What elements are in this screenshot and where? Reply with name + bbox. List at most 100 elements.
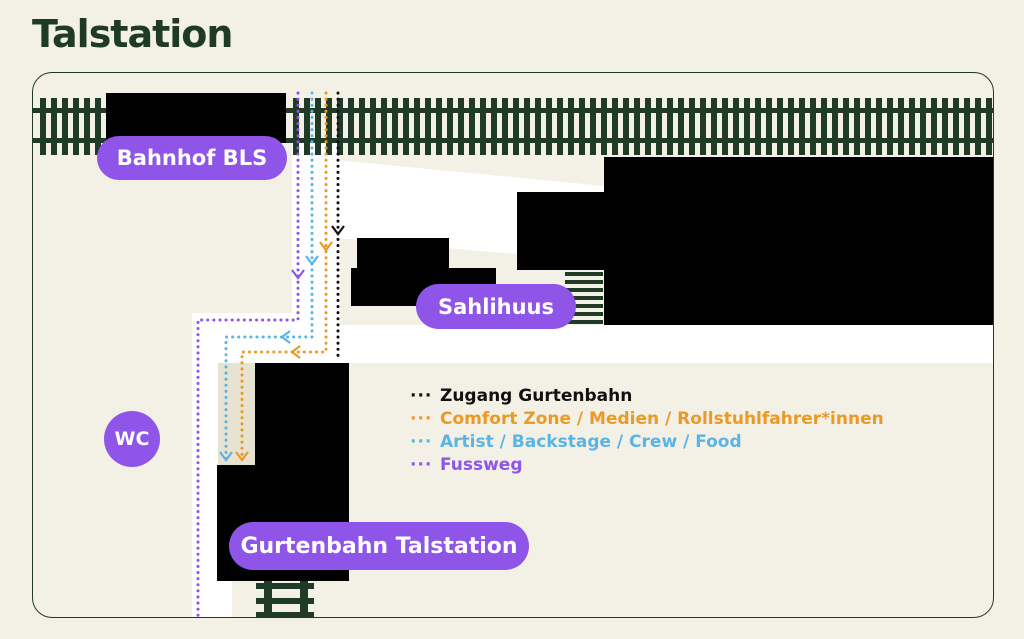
track-sleeper — [425, 98, 431, 155]
track-sleeper — [590, 98, 596, 155]
funicular-rail-tie — [256, 598, 314, 604]
label-bahnhof-bls: Bahnhof BLS — [97, 136, 287, 180]
track-sleeper — [854, 98, 860, 155]
route-purple-arrow — [291, 269, 305, 280]
path-connector — [192, 313, 340, 363]
stair-step — [565, 304, 603, 308]
track-sleeper — [73, 98, 79, 155]
stair-step — [565, 280, 603, 284]
page-title: Talstation — [32, 12, 233, 56]
track-sleeper — [51, 98, 57, 155]
route-blue-arrow-3 — [219, 451, 233, 462]
building-mid — [517, 192, 607, 270]
route-orange-arrow-1 — [319, 241, 333, 252]
track-sleeper — [414, 98, 420, 155]
track-sleeper — [744, 98, 750, 155]
legend-label: Comfort Zone / Medien / Rollstuhlfahrer*… — [440, 409, 884, 429]
track-sleeper — [293, 98, 299, 155]
track-sleeper — [700, 98, 706, 155]
legend-item-zugang: ··· Zugang Gurtenbahn — [410, 385, 884, 408]
track-sleeper — [986, 98, 992, 155]
track-sleeper — [612, 98, 618, 155]
legend-item-comfort: ··· Comfort Zone / Medien / Rollstuhlfah… — [410, 408, 884, 431]
map-frame — [32, 72, 994, 618]
route-purple — [196, 91, 300, 617]
track-sleeper — [95, 98, 101, 155]
track-sleeper — [766, 98, 772, 155]
track-sleeper — [909, 98, 915, 155]
track-sleeper — [326, 98, 332, 155]
track-sleeper — [755, 98, 761, 155]
track-sleeper — [491, 98, 497, 155]
legend-item-fussweg: ··· Fussweg — [410, 454, 884, 477]
route-blue — [224, 91, 314, 462]
track-sleeper — [832, 98, 838, 155]
track-sleeper — [667, 98, 673, 155]
track-sleeper — [634, 98, 640, 155]
route-orange — [240, 91, 328, 462]
track-sleeper — [337, 98, 343, 155]
track-sleeper — [733, 98, 739, 155]
building-bahnhof — [106, 93, 286, 143]
track-sleeper — [62, 98, 68, 155]
track-sleeper — [524, 98, 530, 155]
track-sleeper — [502, 98, 508, 155]
route-orange-arrow-3 — [235, 451, 249, 462]
building-gurtenbahn-top — [255, 363, 349, 473]
legend-dots-purple: ··· — [410, 455, 433, 475]
track-sleeper — [975, 98, 981, 155]
track-sleeper — [920, 98, 926, 155]
track-sleeper — [689, 98, 695, 155]
legend-label: Artist / Backstage / Crew / Food — [440, 432, 742, 452]
funicular-rail-tie — [256, 612, 314, 617]
funicular-rail-tie — [256, 583, 314, 589]
track-sleeper — [315, 98, 321, 155]
track-sleeper — [898, 98, 904, 155]
label-wc: WC — [104, 411, 160, 467]
track-sleeper — [777, 98, 783, 155]
track-sleeper — [568, 98, 574, 155]
track-sleeper — [964, 98, 970, 155]
track-sleeper — [601, 98, 607, 155]
route-orange-arrow-2 — [290, 345, 301, 359]
track-sleeper — [84, 98, 90, 155]
route-blue-arrow-2 — [280, 330, 291, 344]
track-sleeper — [942, 98, 948, 155]
track-sleeper — [513, 98, 519, 155]
track-sleeper — [843, 98, 849, 155]
road-horizontal — [330, 325, 993, 363]
track-sleeper — [579, 98, 585, 155]
path-inner — [218, 363, 256, 465]
stairs — [565, 272, 603, 324]
track-sleeper — [557, 98, 563, 155]
track-sleeper — [403, 98, 409, 155]
track-sleeper — [469, 98, 475, 155]
legend-dots-blue: ··· — [410, 432, 433, 452]
legend-dots-orange: ··· — [410, 409, 433, 429]
track-sleeper — [788, 98, 794, 155]
track-sleeper — [887, 98, 893, 155]
track-sleeper — [931, 98, 937, 155]
track-sleeper — [480, 98, 486, 155]
stair-step — [565, 312, 603, 316]
legend-label: Fussweg — [440, 455, 523, 475]
track-sleeper — [447, 98, 453, 155]
railway-track — [33, 98, 993, 155]
track-sleeper — [876, 98, 882, 155]
track-sleeper — [392, 98, 398, 155]
legend-dots-black: ··· — [410, 386, 433, 406]
track-sleeper — [40, 98, 46, 155]
legend-label: Zugang Gurtenbahn — [440, 386, 633, 406]
track-sleeper — [645, 98, 651, 155]
track-sleeper — [436, 98, 442, 155]
label-gurtenbahn-talstation: Gurtenbahn Talstation — [229, 522, 529, 570]
path-vertical-upper — [292, 140, 340, 340]
track-sleeper — [458, 98, 464, 155]
track-sleeper — [348, 98, 354, 155]
legend: ··· Zugang Gurtenbahn ··· Comfort Zone /… — [410, 385, 884, 477]
route-blue-arrow-1 — [305, 255, 319, 266]
track-sleeper — [359, 98, 365, 155]
track-sleeper — [865, 98, 871, 155]
route-black-arrow — [331, 225, 345, 236]
